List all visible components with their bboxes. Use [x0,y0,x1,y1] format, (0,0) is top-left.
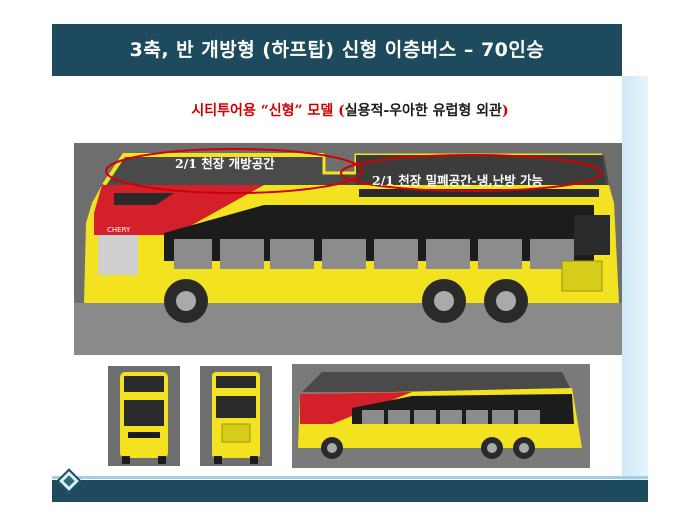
bus-side-view: CHERY [74,143,622,355]
subtitle-description: 실용적-우아한 유럽형 외관 [344,103,502,119]
chery-logo: CHERY [107,226,131,234]
page-title: 3축, 반 개방형 (하프탑) 신형 이층버스 – 70인승 [129,39,545,61]
subtitle-paren-open: ( [338,103,345,119]
bus-perspective-view [292,364,590,468]
footer-line [52,476,648,479]
subtitle-paren-close: ) [501,103,509,119]
annotation-open-space: 2/1 천장 개방공간 [175,156,275,171]
bus-rear-view [200,366,272,466]
annotation-closed-space: 2/1 천장 밀폐공간-냉,난방 가능 [372,173,544,188]
footer-bar [52,480,648,502]
title-bar: 3축, 반 개방형 (하프탑) 신형 이층버스 – 70인승 [52,24,622,76]
subtitle-model: 시티투어용 “신형” 모델 [191,103,339,119]
bus-front-view [108,366,180,466]
subtitle: 시티투어용 “신형” 모델 (실용적-우아한 유럽형 외관) [0,100,700,120]
side-decoration [622,76,648,480]
